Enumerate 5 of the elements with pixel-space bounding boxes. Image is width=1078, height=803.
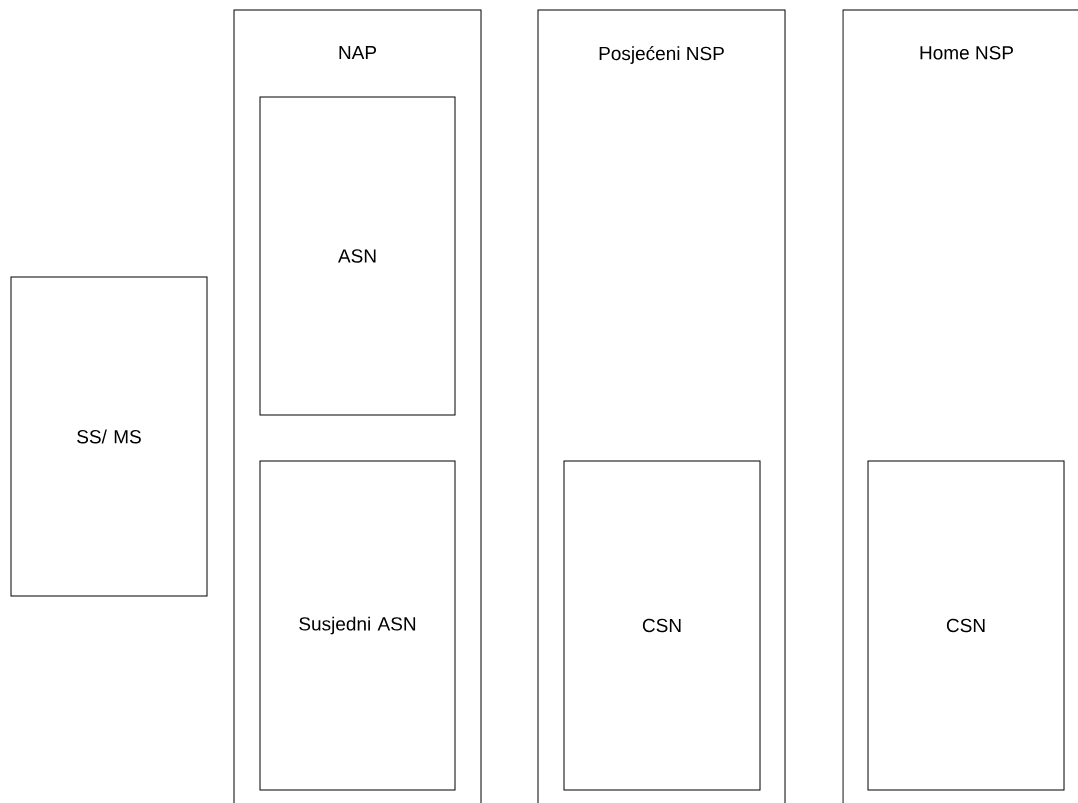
process-box: CSN: [563, 460, 761, 791]
process-box: Susjedni ASN: [259, 460, 456, 791]
process-box: CSN: [867, 460, 1065, 791]
process-box: SS/ MS: [10, 276, 208, 597]
process-box: ASN: [259, 96, 456, 416]
